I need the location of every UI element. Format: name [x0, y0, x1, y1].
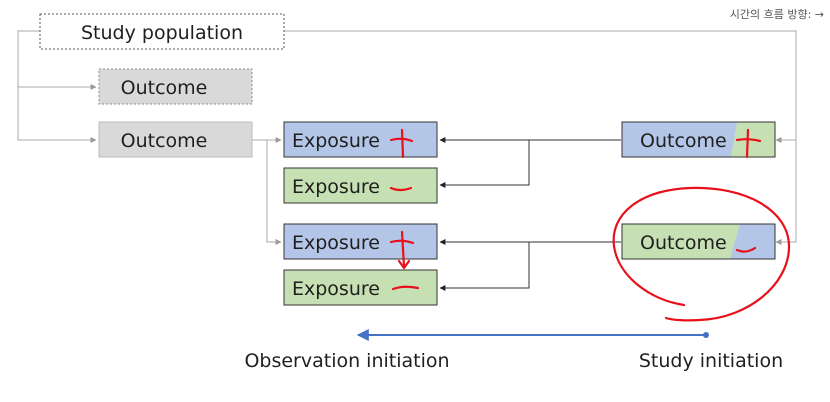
circle-highlight — [612, 186, 791, 322]
outcome-top-box: Outcome — [621, 121, 776, 158]
timeline: Observation initiation Study initiation — [244, 329, 783, 372]
exposure-label-2: Exposure — [292, 176, 380, 198]
handwritten-annotations — [389, 128, 791, 322]
exposure-box-3: Exposure — [283, 223, 438, 260]
observation-initiation-label: Observation initiation — [244, 350, 449, 372]
outcome-gray-label: Outcome — [121, 130, 208, 152]
outcome-dashed-box: Outcome — [98, 68, 253, 105]
time-direction-note: 시간의 흐름 방향: → — [730, 8, 824, 21]
minus-mark-exposure-2 — [389, 186, 413, 192]
exposure-label-1: Exposure — [292, 130, 380, 152]
outcome-gray-box: Outcome — [98, 121, 253, 158]
exposure-label-4: Exposure — [292, 278, 380, 300]
study-population-box: Study population — [39, 13, 285, 50]
study-population-label: Study population — [81, 22, 243, 44]
exposure-box-1: Exposure — [283, 121, 438, 158]
outcome-exposure-connectors — [439, 137, 621, 291]
exposure-box-2: Exposure — [283, 167, 438, 204]
exposure-box-4: Exposure — [283, 269, 438, 306]
minus-mark-exposure-4 — [391, 285, 420, 291]
minus-mark-outcome-bottom — [735, 246, 757, 253]
outcome-bottom-box: Outcome — [621, 223, 776, 260]
population-connectors — [17, 30, 797, 245]
outcome-top-label: Outcome — [640, 130, 727, 152]
outcome-bottom-label: Outcome — [640, 232, 727, 254]
exposure-label-3: Exposure — [292, 232, 380, 254]
study-initiation-label: Study initiation — [639, 350, 783, 372]
outcome-dashed-label: Outcome — [121, 77, 208, 99]
